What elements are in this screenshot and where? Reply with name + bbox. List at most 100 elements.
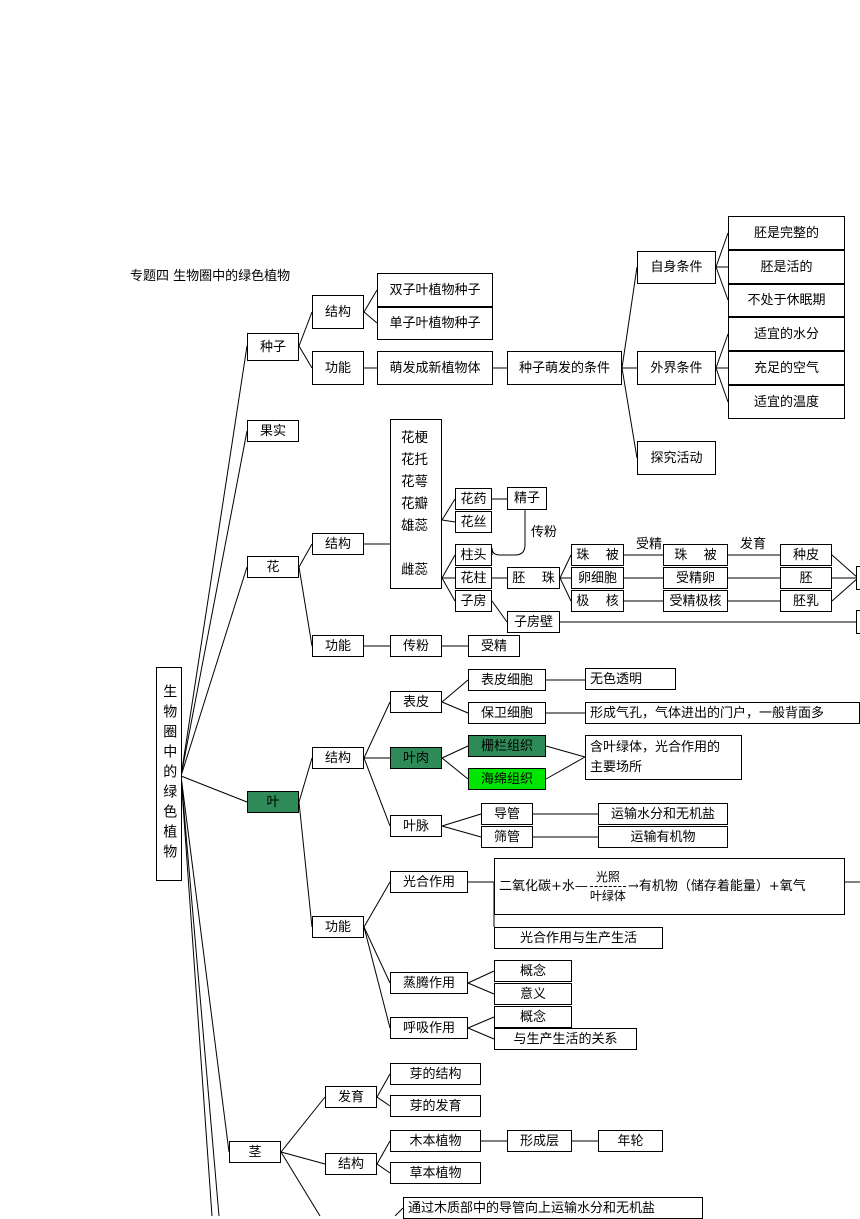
seed-explore: 探究活动 — [637, 441, 716, 475]
flower-part: 花瓣 — [401, 496, 428, 512]
seed-structure: 结构 — [312, 295, 364, 329]
seed-function: 功能 — [312, 351, 364, 385]
sieve-tube-desc: 运输有机物 — [598, 826, 728, 848]
formula-arrow-bar — [589, 886, 626, 887]
fertilized-part: 受精卵 — [663, 567, 728, 589]
ovule-part: 极 核 — [571, 590, 624, 612]
seed-conditions: 种子萌发的条件 — [507, 351, 622, 385]
ovary-wall: 子房壁 — [507, 611, 560, 633]
node-stem: 茎 — [229, 1141, 281, 1163]
flower-structure: 结构 — [312, 533, 364, 555]
flower-part: 花萼 — [401, 474, 428, 490]
seed-self-conditions: 自身条件 — [637, 251, 716, 284]
seed-monocot: 单子叶植物种子 — [377, 307, 493, 340]
root-label: 生物圈中的绿色植物 — [161, 684, 178, 864]
herbaceous-plant: 草本植物 — [390, 1162, 481, 1184]
sperm: 精子 — [507, 487, 547, 510]
palisade-tissue: 栅栏组织 — [468, 735, 546, 757]
seed-external-item: 适宜的水分 — [728, 317, 845, 351]
page-title: 专题四 生物圈中的绿色植物 — [130, 269, 291, 284]
formula-condition: 光照叶绿体 — [589, 869, 626, 904]
seed-external-item: 充足的空气 — [728, 351, 845, 385]
bud-structure: 芽的结构 — [390, 1063, 481, 1085]
flower-function: 功能 — [312, 635, 364, 657]
cambium: 形成层 — [507, 1130, 572, 1152]
leaf-vein: 叶脉 — [390, 815, 442, 837]
seed-self-item: 胚是完整的 — [728, 216, 845, 250]
leaf-structure: 结构 — [312, 747, 364, 769]
formula-arrow-left: — — [574, 879, 588, 894]
stamen-anther: 花药 — [455, 488, 492, 510]
transpiration-meaning: 意义 — [494, 983, 572, 1005]
node-seed: 种子 — [247, 333, 299, 361]
photosynthesis-formula-box: 二氧化碳+水—光照叶绿体→有机物（储存着能量）+氧气 — [494, 858, 845, 915]
ovule-part: 卵细胞 — [571, 567, 624, 589]
mesophyll-desc: 含叶绿体，光合作用的 主要场所 — [585, 735, 742, 780]
spongy-tissue: 海绵组织 — [468, 768, 546, 790]
pistil-stigma: 柱头 — [455, 544, 492, 566]
guard-cell-desc: 形成气孔，气体进出的门户，一般背面多 — [585, 702, 860, 724]
seed-external-conditions: 外界条件 — [637, 351, 716, 385]
fertilization-label: 受精 — [636, 537, 663, 552]
offscreen-box — [856, 566, 860, 590]
node-leaf: 叶 — [247, 791, 299, 813]
sieve-tube: 筛管 — [481, 826, 533, 848]
seed-dicot: 双子叶植物种子 — [377, 273, 493, 307]
develop-label: 发育 — [740, 537, 767, 552]
pistil-style: 花柱 — [455, 567, 492, 589]
pollination-label: 传粉 — [531, 525, 558, 540]
vessel-desc: 运输水分和无机盐 — [598, 803, 728, 825]
bud-development: 芽的发育 — [390, 1095, 481, 1117]
seed-external-item: 适宜的温度 — [728, 385, 845, 419]
stem-structure: 结构 — [325, 1153, 377, 1175]
flower-part: 雄蕊 — [401, 518, 428, 534]
mesophyll-desc-line: 含叶绿体，光合作用的 — [590, 739, 721, 755]
respiration: 呼吸作用 — [390, 1017, 468, 1039]
leaf-mesophyll: 叶肉 — [390, 747, 442, 769]
flower-part: 花托 — [401, 452, 428, 468]
photosynthesis-formula: 二氧化碳+水—光照叶绿体→有机物（储存着能量）+氧气 — [499, 869, 806, 904]
respiration-relation: 与生产生活的关系 — [494, 1028, 637, 1050]
transpiration-concept: 概念 — [494, 960, 572, 982]
photosynthesis-life: 光合作用与生产生活 — [494, 927, 663, 949]
seed-germinate: 萌发成新植物体 — [377, 351, 493, 385]
flower-parts-box: 花梗 花托 花萼 花瓣 雄蕊 雌蕊 — [390, 419, 442, 589]
flower-fertilization: 受精 — [468, 635, 520, 657]
develops-into: 种皮 — [780, 544, 832, 566]
guard-cell: 保卫细胞 — [468, 702, 546, 724]
stem-transport: 通过木质部中的导管向上运输水分和无机盐 — [403, 1197, 703, 1219]
annual-rings: 年轮 — [598, 1130, 663, 1152]
formula-chloroplast: 叶绿体 — [589, 889, 626, 903]
develops-into: 胚乳 — [780, 590, 832, 612]
leaf-epidermis: 表皮 — [390, 691, 442, 713]
ovule-part: 珠 被 — [571, 544, 624, 566]
photosynthesis: 光合作用 — [390, 871, 468, 893]
vessel: 导管 — [481, 803, 533, 825]
node-fruit: 果实 — [247, 420, 299, 442]
formula-products: 有机物（储存着能量）+氧气 — [638, 879, 806, 894]
fertilized-part: 珠 被 — [663, 544, 728, 566]
formula-arrow-icon: → — [627, 879, 639, 894]
fertilized-part: 受精极核 — [663, 590, 728, 612]
epidermis-desc: 无色透明 — [585, 668, 676, 690]
formula-reactants: 二氧化碳+水 — [499, 879, 575, 894]
flower-part: 花梗 — [401, 430, 428, 446]
pistil-ovary: 子房 — [455, 590, 492, 612]
transpiration: 蒸腾作用 — [390, 972, 468, 994]
respiration-concept: 概念 — [494, 1006, 572, 1028]
stem-development: 发育 — [325, 1086, 377, 1108]
flower-pistil: 雌蕊 — [401, 562, 428, 578]
flower-pollination: 传粉 — [390, 635, 442, 657]
mesophyll-desc-line: 主要场所 — [590, 759, 643, 775]
epidermis-cell: 表皮细胞 — [468, 669, 546, 691]
ovule: 胚 珠 — [507, 567, 560, 589]
stamen-filament: 花丝 — [455, 511, 492, 533]
node-flower: 花 — [247, 556, 299, 578]
seed-self-item: 胚是活的 — [728, 250, 845, 284]
seed-self-item: 不处于休眠期 — [728, 284, 845, 317]
root-node: 生物圈中的绿色植物 — [156, 667, 182, 881]
leaf-function: 功能 — [312, 916, 364, 938]
woody-plant: 木本植物 — [390, 1130, 481, 1152]
offscreen-box — [856, 610, 860, 634]
